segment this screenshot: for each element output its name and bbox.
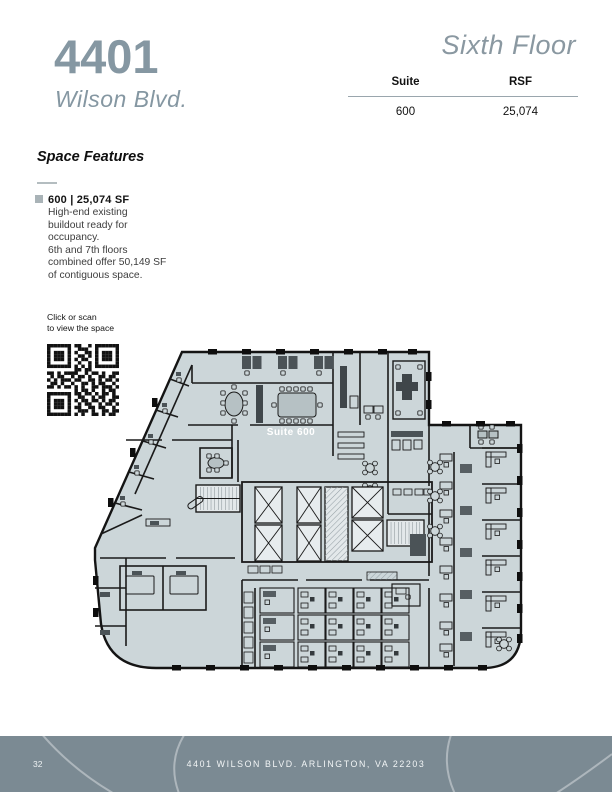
street-name: Wilson Blvd. <box>55 86 188 112</box>
table-row: 600 25,074 <box>348 106 578 118</box>
page-number: 32 <box>33 759 43 769</box>
col-suite: Suite <box>391 76 420 88</box>
feature-item: 600 | 25,074 SF <box>35 194 129 206</box>
col-rsf: RSF <box>509 76 532 88</box>
floor-title: Sixth Floor <box>441 30 576 60</box>
footer-decoration <box>42 736 612 792</box>
footer-address: 4401 WILSON BLVD. ARLINGTON, VA 22203 <box>186 759 426 769</box>
building-number: 4401 <box>54 30 159 83</box>
qr-caption: Click or scan to view the space <box>47 312 115 333</box>
suite-value: 600 <box>395 106 416 118</box>
feature-description: High-end existing buildout ready for occ… <box>48 207 167 281</box>
footer-bar: 32 4401 WILSON BLVD. ARLINGTON, VA 22203 <box>0 736 612 792</box>
qr-code-image[interactable] <box>47 344 120 417</box>
features-dash <box>37 182 57 184</box>
space-features-heading: Space Features <box>37 149 145 165</box>
floor-plan: Suite 600 <box>92 336 532 676</box>
suite-600-label: Suite 600 <box>267 427 315 438</box>
floor-plan-drawing: Suite 600 <box>93 349 523 671</box>
suite-table: Suite RSF 600 25,074 <box>348 76 578 118</box>
feature-title: 600 | 25,074 SF <box>48 194 130 206</box>
qr-code[interactable] <box>47 344 120 417</box>
bullet-square <box>35 195 43 203</box>
table-rule <box>348 96 578 97</box>
suite-table-header: Suite RSF <box>348 76 578 88</box>
rsf-value: 25,074 <box>502 106 539 118</box>
